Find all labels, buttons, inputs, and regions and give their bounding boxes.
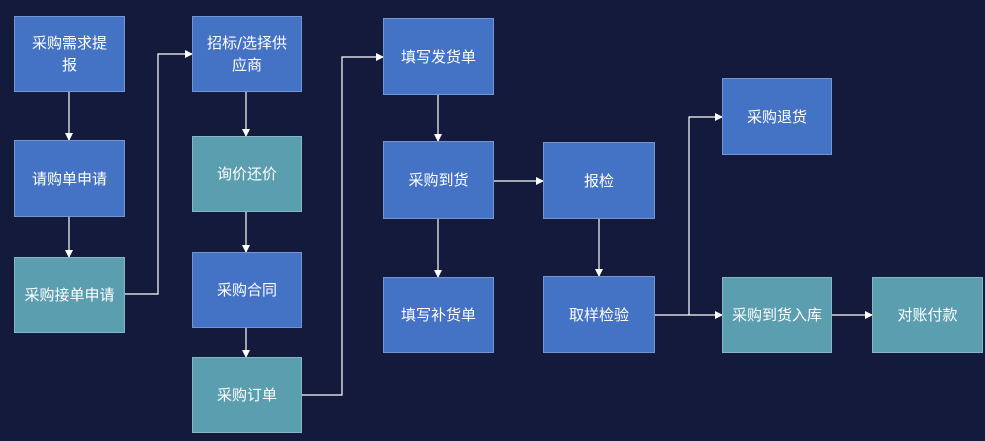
node-label: 取样检验 [568, 305, 629, 324]
node-sampling-inspection[interactable]: 取样检验 [543, 276, 655, 353]
node-label: 采购订单 [216, 386, 277, 404]
node-purchase-arrival[interactable]: 采购到货 [383, 141, 494, 219]
node-label: 采购到货入库 [731, 306, 822, 324]
node-inspection-report[interactable]: 报检 [543, 142, 655, 219]
node-label: 对账付款 [897, 306, 958, 324]
node-label: 填写发货单 [400, 47, 476, 66]
node-fill-delivery-note[interactable]: 填写发货单 [383, 18, 494, 95]
node-label: 询价还价 [216, 165, 277, 183]
node-tender-select-supplier[interactable]: 招标/选择供应商 [192, 16, 302, 92]
node-label: 采购到货 [408, 171, 469, 189]
node-fill-replenishment-note[interactable]: 填写补货单 [383, 277, 494, 353]
node-label: 采购退货 [746, 107, 807, 126]
edge-n3-n4 [125, 50, 193, 295]
node-purchase-contract[interactable]: 采购合同 [192, 252, 302, 328]
node-arrival-warehousing[interactable]: 采购到货入库 [722, 277, 832, 353]
node-price-inquiry-negotiation[interactable]: 询价还价 [192, 136, 302, 212]
node-reconciliation-payment[interactable]: 对账付款 [872, 277, 983, 353]
node-label: 招标/选择供应商 [206, 34, 288, 74]
node-purchase-demand-report[interactable]: 采购需求提报 [14, 16, 125, 92]
node-label: 报检 [583, 171, 614, 190]
edge-n12-n13 [688, 113, 723, 315]
node-label: 采购需求提报 [31, 34, 107, 74]
node-label: 采购合同 [216, 281, 277, 299]
node-label: 采购接单申请 [24, 286, 115, 304]
node-purchase-order[interactable]: 采购订单 [192, 357, 302, 433]
node-label: 填写补货单 [400, 306, 476, 324]
node-purchase-order-receipt-application[interactable]: 采购接单申请 [14, 257, 125, 333]
node-purchase-return[interactable]: 采购退货 [722, 78, 832, 155]
node-label: 请购单申请 [31, 169, 107, 188]
node-requisition-application[interactable]: 请购单申请 [14, 140, 125, 217]
edge-n7-n8 [302, 53, 384, 396]
